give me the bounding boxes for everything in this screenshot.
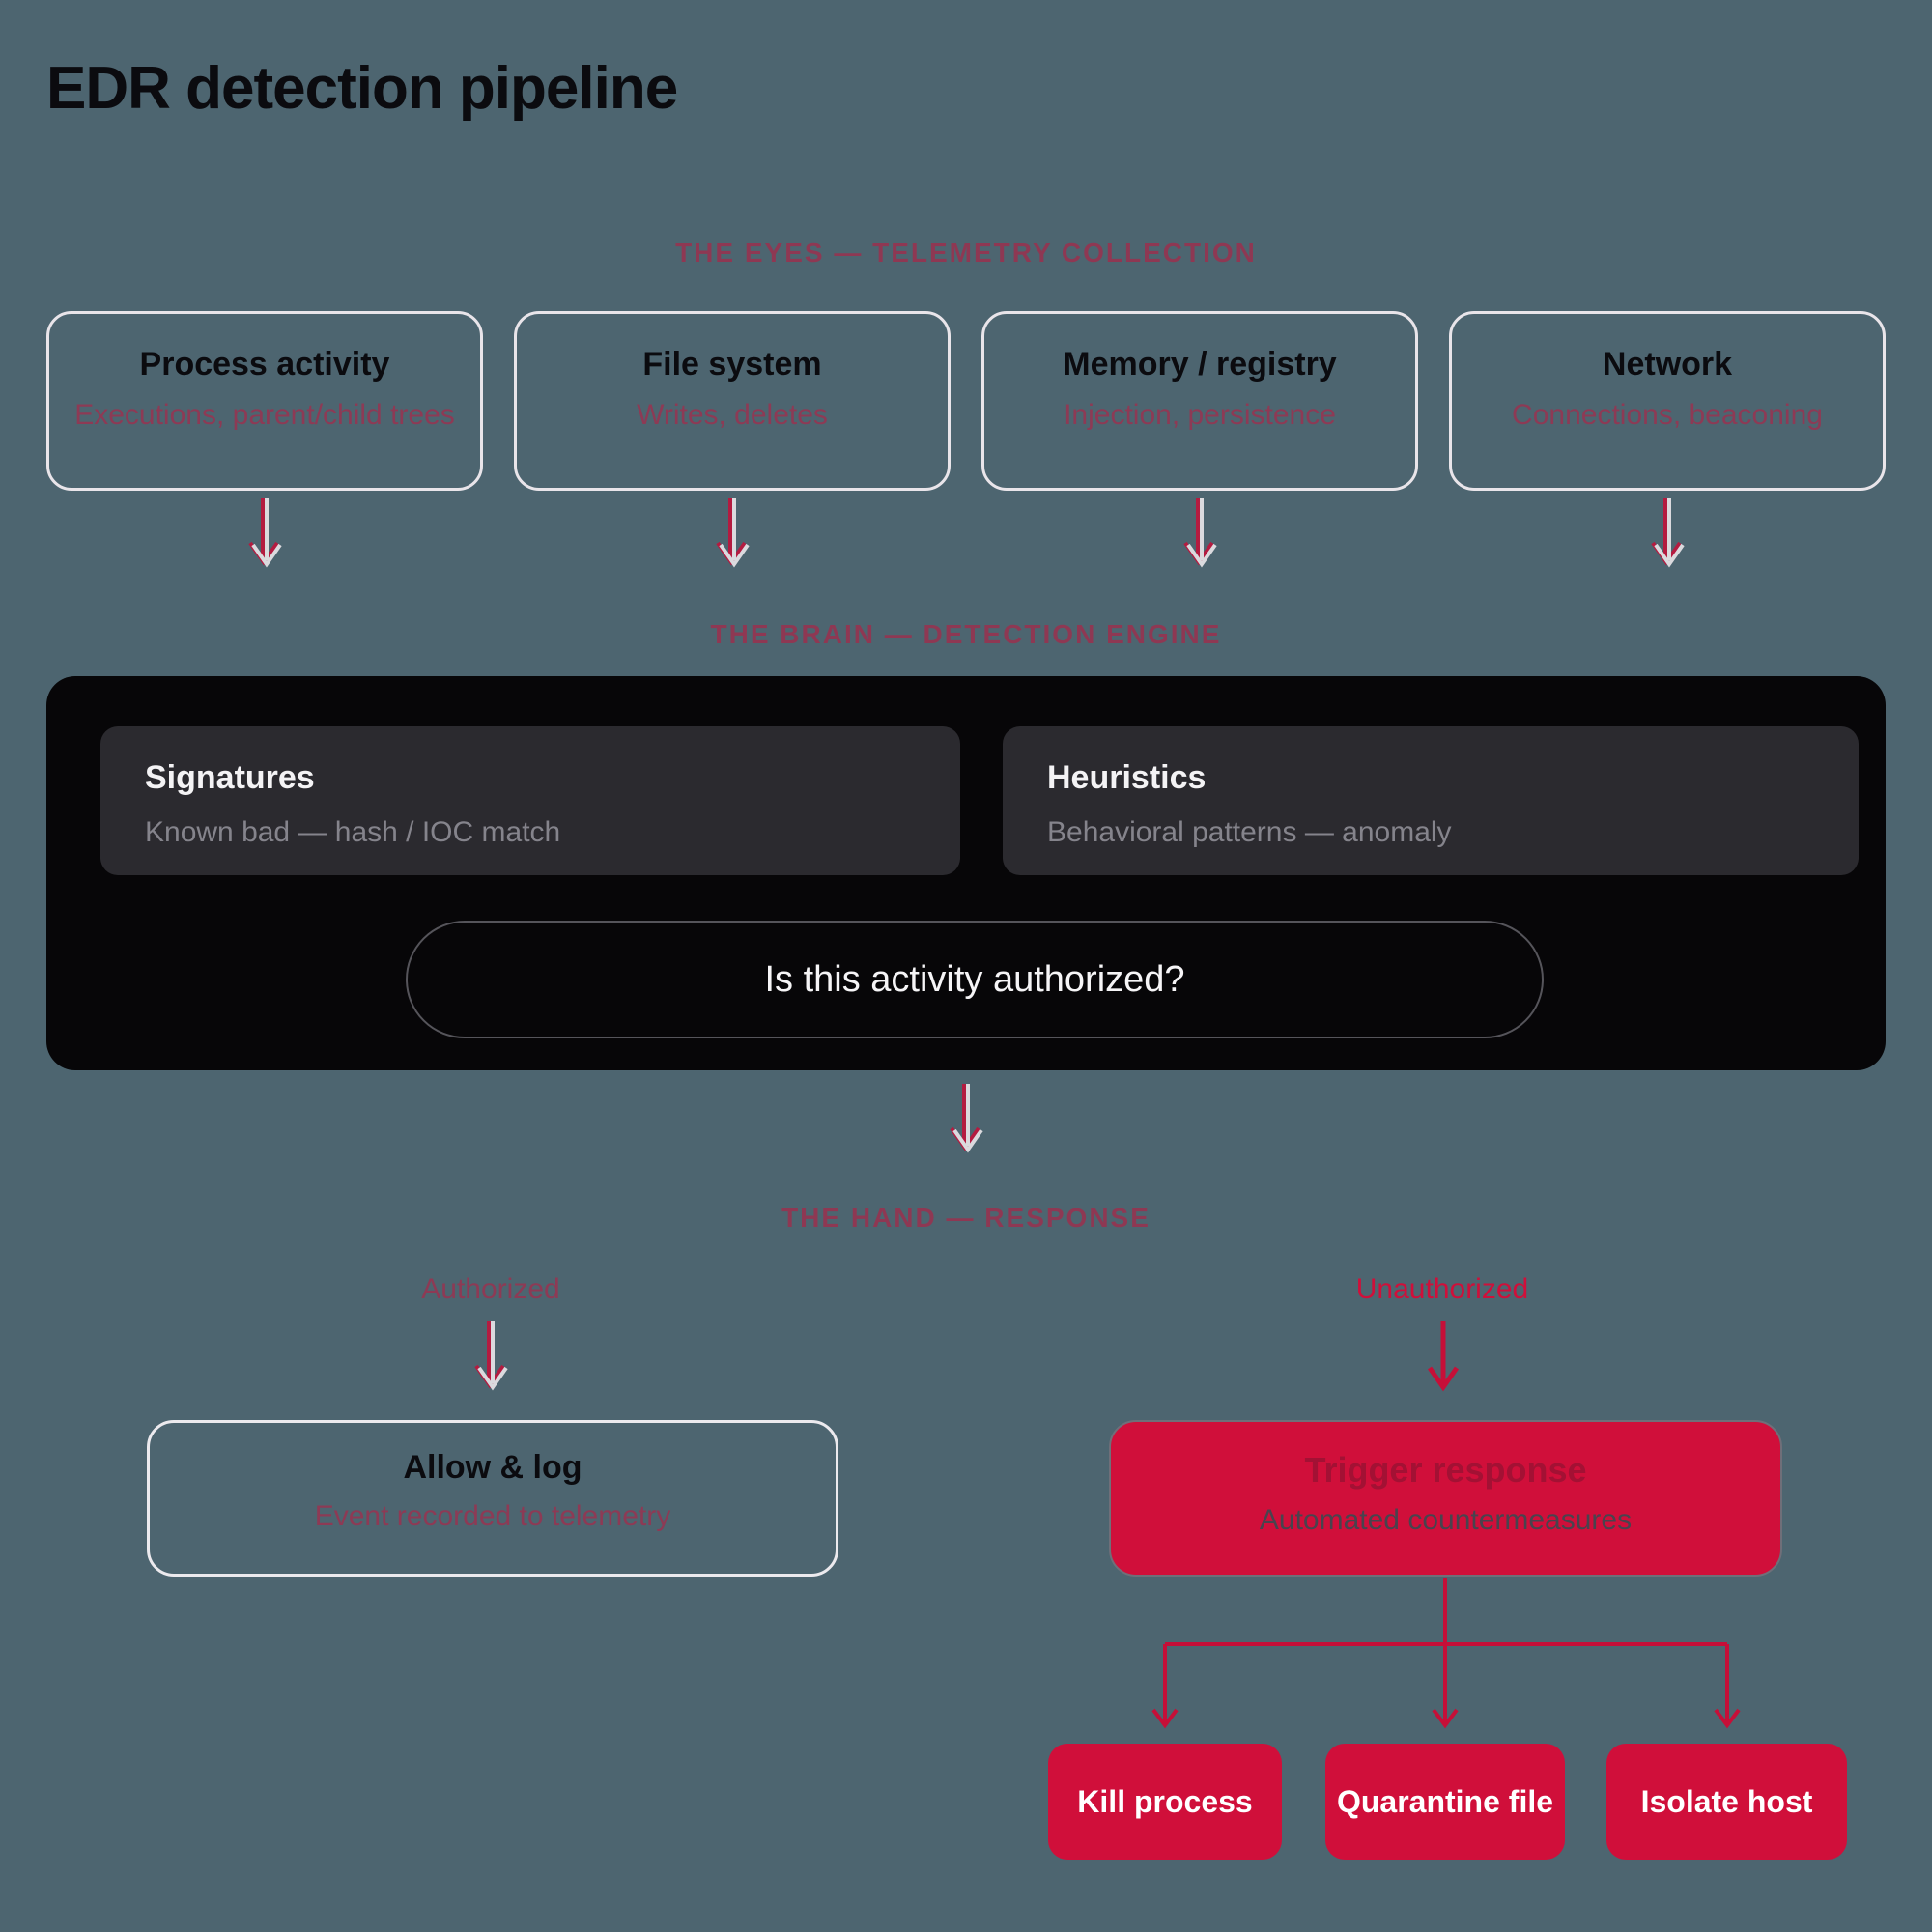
node-memory-registry: Memory / registry Injection, persistence xyxy=(981,311,1418,491)
node-title: Memory / registry xyxy=(1063,345,1337,383)
branch-label-authorized: Authorized xyxy=(421,1273,560,1305)
node-trigger-response: Trigger response Automated countermeasur… xyxy=(1109,1420,1782,1577)
arrow-down-icon xyxy=(248,498,282,568)
node-allow-and-log: Allow & log Event recorded to telemetry xyxy=(147,1420,838,1577)
engine-subtitle: Known bad — hash / IOC match xyxy=(145,816,561,848)
arrow-down-icon xyxy=(950,1084,983,1153)
node-title: Process activity xyxy=(139,345,390,383)
node-file-system: File system Writes, deletes xyxy=(514,311,951,491)
action-isolate-host: Isolate host xyxy=(1606,1744,1847,1860)
node-subtitle: Injection, persistence xyxy=(1064,398,1336,431)
arrow-down-icon xyxy=(716,498,750,568)
arrow-down-red-icon xyxy=(1427,1321,1460,1392)
arrow-down-icon xyxy=(1651,498,1685,568)
node-subtitle: Automated countermeasures xyxy=(1259,1504,1633,1536)
node-network: Network Connections, beaconing xyxy=(1449,311,1886,491)
engine-card-heuristics: Heuristics Behavioral patterns — anomaly xyxy=(1003,726,1859,875)
node-title: File system xyxy=(642,345,822,383)
node-subtitle: Event recorded to telemetry xyxy=(314,1499,671,1532)
engine-title: Signatures xyxy=(145,759,315,796)
decision-pill: Is this activity authorized? xyxy=(406,921,1544,1038)
node-title: Allow & log xyxy=(403,1448,582,1486)
action-kill-process: Kill process xyxy=(1048,1744,1282,1860)
node-title: Network xyxy=(1602,345,1733,383)
branch-connector xyxy=(1151,1578,1741,1729)
node-subtitle: Executions, parent/child trees xyxy=(74,398,455,431)
page-title: EDR detection pipeline xyxy=(46,55,678,122)
section-label-detection: THE BRAIN — DETECTION ENGINE xyxy=(710,619,1222,649)
action-quarantine-file: Quarantine file xyxy=(1325,1744,1565,1860)
section-label-response: THE HAND — RESPONSE xyxy=(781,1203,1151,1233)
engine-title: Heuristics xyxy=(1047,759,1207,796)
node-subtitle: Connections, beaconing xyxy=(1512,398,1823,431)
engine-subtitle: Behavioral patterns — anomaly xyxy=(1047,816,1452,848)
branch-label-unauthorized: Unauthorized xyxy=(1355,1273,1529,1305)
detection-engine-panel: Signatures Known bad — hash / IOC match … xyxy=(46,676,1886,1070)
engine-card-signatures: Signatures Known bad — hash / IOC match xyxy=(100,726,960,875)
arrow-down-icon xyxy=(1183,498,1217,568)
section-label-telemetry: THE EYES — TELEMETRY COLLECTION xyxy=(675,238,1257,268)
arrow-down-icon xyxy=(474,1321,508,1391)
node-title: Trigger response xyxy=(1304,1450,1587,1490)
node-subtitle: Writes, deletes xyxy=(637,398,828,431)
node-process-activity: Process activity Executions, parent/chil… xyxy=(46,311,483,491)
